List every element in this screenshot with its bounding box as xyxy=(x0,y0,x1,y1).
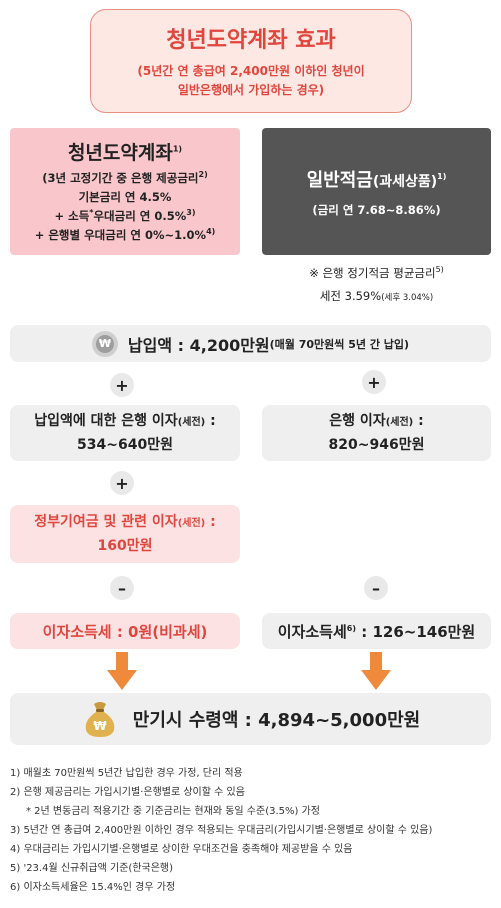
plus-icon: + xyxy=(110,373,134,397)
bank-note-line1: ※ 은행 정기적금 평균금리5) xyxy=(309,265,444,280)
general-savings-box: 일반적금(과세상품)1) (금리 연 7.68~8.86%) xyxy=(262,128,491,255)
payment-amount-box: ₩ 납입액 : 4,200만원 (매월 70만원씩 5년 간 납입) xyxy=(10,325,491,362)
title-box: 청년도약계좌 효과 (5년간 연 총급여 2,400만원 이하인 청년이 일반은… xyxy=(90,9,412,113)
youth-interest-box: 납입액에 대한 은행 이자(세전) : 534~640만원 xyxy=(10,405,240,461)
youth-tax-box: 이자소득세 : 0원(비과세) xyxy=(10,613,240,649)
plus-icon: + xyxy=(110,471,134,495)
page-title: 청년도약계좌 효과 xyxy=(166,28,336,53)
youth-account-line1: (3년 고정기간 중 은행 제공금리2) xyxy=(42,170,208,185)
footnote-4: 4) 우대금리는 가입시기별·은행별로 상이한 우대조건을 충족해야 제공받을 … xyxy=(10,844,353,855)
general-interest-value: 820~946만원 xyxy=(328,437,425,453)
maturity-amount-text: 만기시 수령액 : 4,894~5,000만원 xyxy=(132,710,421,731)
maturity-amount-box: ₩ 만기시 수령액 : 4,894~5,000만원 xyxy=(10,693,491,745)
youth-interest-value: 534~640만원 xyxy=(77,437,173,453)
general-interest-box: 은행 이자(세전) : 820~946만원 xyxy=(262,405,491,461)
footnote-3: 3) 5년간 연 총급여 2,400만원 이하인 경우 적용되는 우대금리(가입… xyxy=(10,825,433,836)
youth-tax-text: 이자소득세 : 0원(비과세) xyxy=(42,622,208,641)
footnote-5: 5) '23.4월 신규취급액 기준(한국은행) xyxy=(10,863,174,874)
general-savings-title: 일반적금(과세상품)1) xyxy=(306,169,447,191)
government-contribution-label: 정부기여금 및 관련 이자(세전) : xyxy=(34,513,216,530)
title-subtitle-line2: 일반은행에서 가입하는 경우) xyxy=(177,83,325,97)
down-arrow-icon xyxy=(107,652,137,690)
general-savings-rate: (금리 연 7.68~8.86%) xyxy=(312,202,441,217)
footnote-2: 2) 은행 제공금리는 가입시기별·은행별로 상이할 수 있음 xyxy=(10,787,245,798)
youth-account-box: 청년도약계좌1) (3년 고정기간 중 은행 제공금리2) 기본금리 연 4.5… xyxy=(10,128,240,255)
youth-account-title: 청년도약계좌1) xyxy=(67,142,183,164)
plus-icon: + xyxy=(362,370,386,394)
youth-interest-label: 납입액에 대한 은행 이자(세전) : xyxy=(34,413,216,429)
svg-text:₩: ₩ xyxy=(93,719,107,733)
money-bag-icon: ₩ xyxy=(85,702,115,737)
footnote-1: 1) 매월초 70만원씩 5년간 납입한 경우 가정, 단리 적용 xyxy=(10,768,243,779)
youth-account-line3: + 소득*우대금리 연 0.5%3) xyxy=(54,208,196,223)
down-arrow-icon xyxy=(361,652,391,690)
payment-amount-text: 납입액 : 4,200만원 xyxy=(127,335,270,355)
footnote-2-star: * 2년 변동금리 적용기간 중 기준금리는 현재와 동일 수준(3.5%) 가… xyxy=(26,806,320,817)
government-contribution-value: 160만원 xyxy=(97,537,153,554)
bank-note-line2: 세전 3.59%(세후 3.04%) xyxy=(319,289,434,303)
title-subtitle-line1: (5년간 연 총급여 2,400만원 이하인 청년이 xyxy=(137,64,365,78)
footnotes: 1) 매월초 70만원씩 5년간 납입한 경우 가정, 단리 적용 2) 은행 … xyxy=(10,764,495,897)
youth-account-line2: 기본금리 연 4.5% xyxy=(78,190,172,204)
general-tax-text: 이자소득세6) : 126~146만원 xyxy=(277,622,476,641)
general-interest-label: 은행 이자(세전) : xyxy=(329,413,424,429)
youth-account-line4: + 은행별 우대금리 연 0%~1.0%4) xyxy=(34,227,216,242)
general-tax-box: 이자소득세6) : 126~146만원 xyxy=(262,613,491,649)
footnote-6: 6) 이자소득세율은 15.4%인 경우 가정 xyxy=(10,882,176,893)
minus-icon: – xyxy=(110,576,134,600)
coin-icon: ₩ xyxy=(91,330,118,357)
bank-average-rate-note: ※ 은행 정기적금 평균금리5) 세전 3.59%(세후 3.04%) xyxy=(262,262,491,310)
payment-amount-detail: (매월 70만원씩 5년 간 납입) xyxy=(269,337,410,351)
government-contribution-box: 정부기여금 및 관련 이자(세전) : 160만원 xyxy=(10,505,240,563)
minus-icon: – xyxy=(364,576,388,600)
